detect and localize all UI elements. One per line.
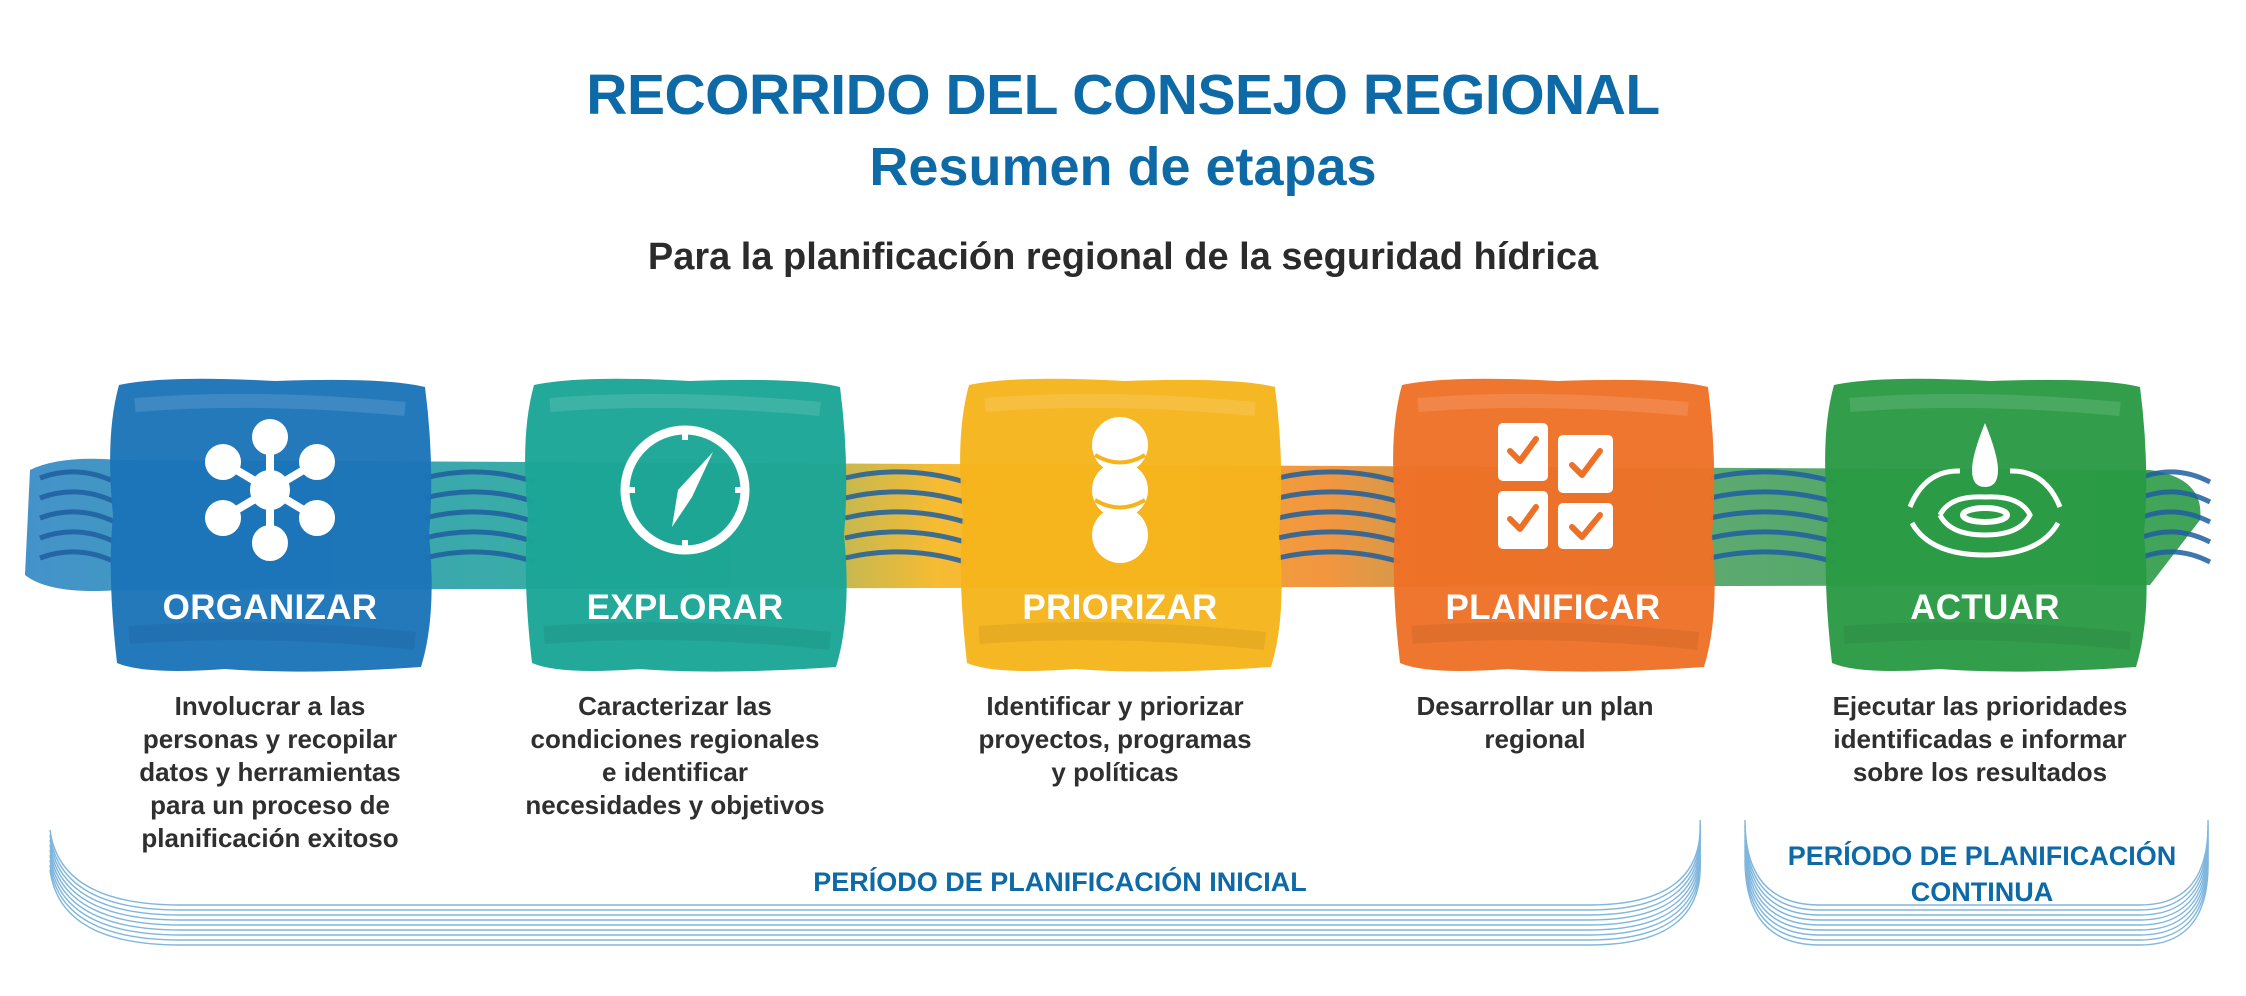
wave-line [1277,489,1401,505]
stage-description: Involucrar a las personas y recopilar da… [139,691,401,853]
stage-planificar: PLANIFICAR [1388,375,1718,675]
stage-tile [525,378,847,672]
stage-tile [1393,378,1715,672]
band-line-continuous [1744,834,2209,921]
wave-line [1709,469,1836,485]
wave-line [1277,549,1401,565]
wave-line [844,529,966,545]
wave-line [2139,469,2212,485]
band-line-initial [49,824,1701,911]
wave-line [844,489,966,505]
wave-line [1709,549,1836,565]
band-line-continuous [1744,829,2209,916]
stage-label: PRIORIZAR [1022,588,1218,627]
stage-tile [1825,378,2147,672]
band-line-initial [49,844,1701,931]
page-title: RECORRIDO DEL CONSEJO REGIONAL [586,63,1660,127]
wave-line [39,489,117,505]
band-line-initial [49,854,1701,941]
stage-organizar: ORGANIZAR [105,375,435,675]
wave-line [844,549,966,565]
band-line-continuous [1744,839,2209,926]
band-line-initial [49,859,1701,946]
wave-line [1277,509,1401,525]
wave-line [39,469,117,485]
wave-line [1277,469,1401,485]
network-icon [205,419,335,561]
wave-line [2139,489,2212,505]
band-line-initial [49,829,1701,916]
water-drop-icon [1907,423,2063,558]
compass-icon [620,425,750,555]
stage-label: ACTUAR [1910,588,2060,627]
wave-line [424,469,536,485]
stage-description: Desarrollar un plan regional [1416,691,1654,754]
stacked-circles-icon [1092,417,1148,563]
stage-description: Ejecutar las prioridades identificadas e… [1832,691,2128,787]
wave-line [1709,509,1836,525]
stage-priorizar: PRIORIZAR [955,375,1285,675]
band-line-initial [49,834,1701,921]
checklist-icon [1498,423,1613,549]
band-line-continuous [1744,859,2209,946]
stage-description: Caracterizar las condiciones regionales … [525,691,825,820]
wave-line [39,509,117,525]
band-line-continuous [1744,819,2209,906]
wave-line [844,509,966,525]
band-line-continuous [1744,854,2209,941]
wave-line [424,489,536,505]
page-subtitle: Resumen de etapas [869,137,1377,197]
stage-actuar: ACTUAR [1820,375,2150,675]
wave-line [39,529,117,545]
wave-line [424,509,536,525]
wave-line [844,469,966,485]
wave-line [424,549,536,565]
wave-line [2139,509,2212,525]
wave-line [39,549,117,565]
band-line-continuous [1744,849,2209,936]
wave-line [2139,549,2212,565]
wave-line [424,529,536,545]
period-initial-label: PERÍODO DE PLANIFICACIÓN INICIAL [813,867,1307,897]
wave-line [1277,529,1401,545]
stage-label: ORGANIZAR [162,588,378,627]
stage-description: Identificar y priorizar proyectos, progr… [978,691,1252,787]
stage-explorar: EXPLORAR [520,375,850,675]
period-continuous-label: PERÍODO DE PLANIFICACIÓN CONTINUA [1787,841,2177,907]
tagline: Para la planificación regional de la seg… [647,236,1599,278]
stage-label: EXPLORAR [586,588,784,627]
wave-line [1709,529,1836,545]
band-line-initial [49,849,1701,936]
band-line-continuous [1744,844,2209,931]
band-line-initial [49,839,1701,926]
band-line-continuous [1744,824,2209,911]
stage-label: PLANIFICAR [1445,588,1661,627]
band-line-initial [49,819,1701,906]
wave-line [2139,529,2212,545]
wave-line [1709,489,1836,505]
